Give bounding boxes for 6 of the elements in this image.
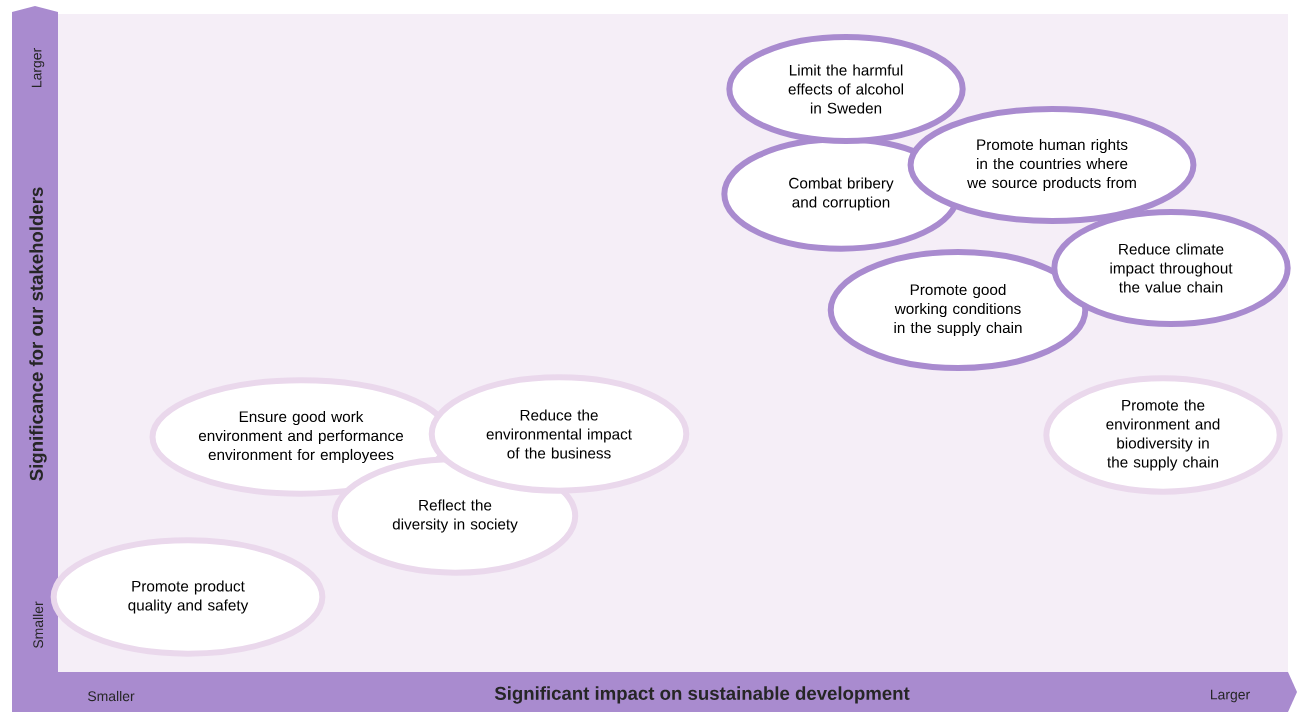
axis-title: Significance for our stakeholders	[29, 187, 47, 481]
axis-label: Larger	[1211, 689, 1250, 703]
axis-label: Smaller	[88, 690, 135, 702]
axis-title: Significant impact on sustainable development	[494, 686, 910, 704]
node-label: Reduce climate impact throughout the value chain	[1110, 243, 1233, 293]
axis-label: Larger	[31, 48, 45, 87]
